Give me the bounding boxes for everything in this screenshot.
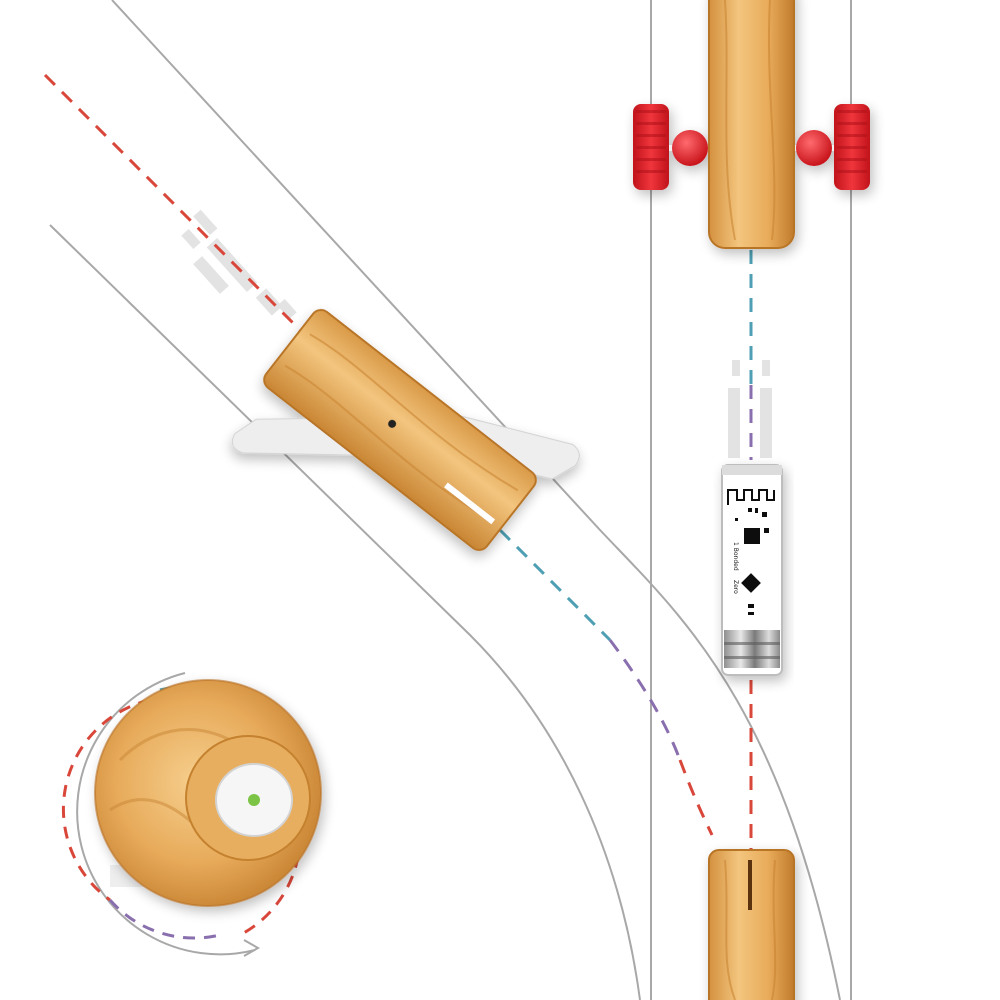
car-hub-right	[796, 130, 832, 166]
motion-marks-plane	[181, 209, 297, 320]
pcb-chip	[744, 528, 760, 544]
dash-plane-incoming	[43, 73, 302, 332]
sensor-led-dot	[248, 794, 260, 806]
rotation-arc-grey	[76, 672, 256, 956]
track-curve-outer	[111, 0, 841, 1000]
rotation-dash-red	[61, 698, 151, 902]
spinning-top-group	[61, 672, 322, 957]
wooden-block-icon	[708, 849, 795, 1000]
wooden-plane-icon	[231, 309, 580, 551]
pcb-label-bonded: 1 Bonded	[732, 542, 739, 571]
plane-fuselage	[263, 309, 537, 551]
rotation-arrowhead	[243, 939, 261, 957]
wooden-spinning-top-icon	[94, 679, 322, 907]
block-slot	[748, 860, 752, 910]
car-hub-left	[672, 130, 708, 166]
pcb-chip-diamond	[741, 573, 761, 593]
sensor-module-icon: 1 Bonded Zero	[721, 464, 783, 676]
pcb-antenna-trace	[727, 489, 775, 505]
rotation-dash-purple	[108, 899, 221, 940]
dash-plane-outgoing-red	[678, 759, 714, 836]
motion-marks-sensor	[728, 360, 772, 458]
wooden-car-icon	[633, 0, 870, 249]
car-body	[708, 0, 795, 249]
pcb-label-zero: Zero	[732, 580, 739, 594]
dash-plane-outgoing-teal	[498, 528, 612, 642]
dashed-trajectories	[43, 73, 753, 850]
block-body	[708, 849, 795, 1000]
sensor-metal-connector	[724, 630, 780, 668]
rotation-dash-red-2	[239, 834, 302, 937]
dash-plane-outgoing-purple	[608, 639, 682, 761]
track-curve-inner	[49, 224, 641, 1000]
